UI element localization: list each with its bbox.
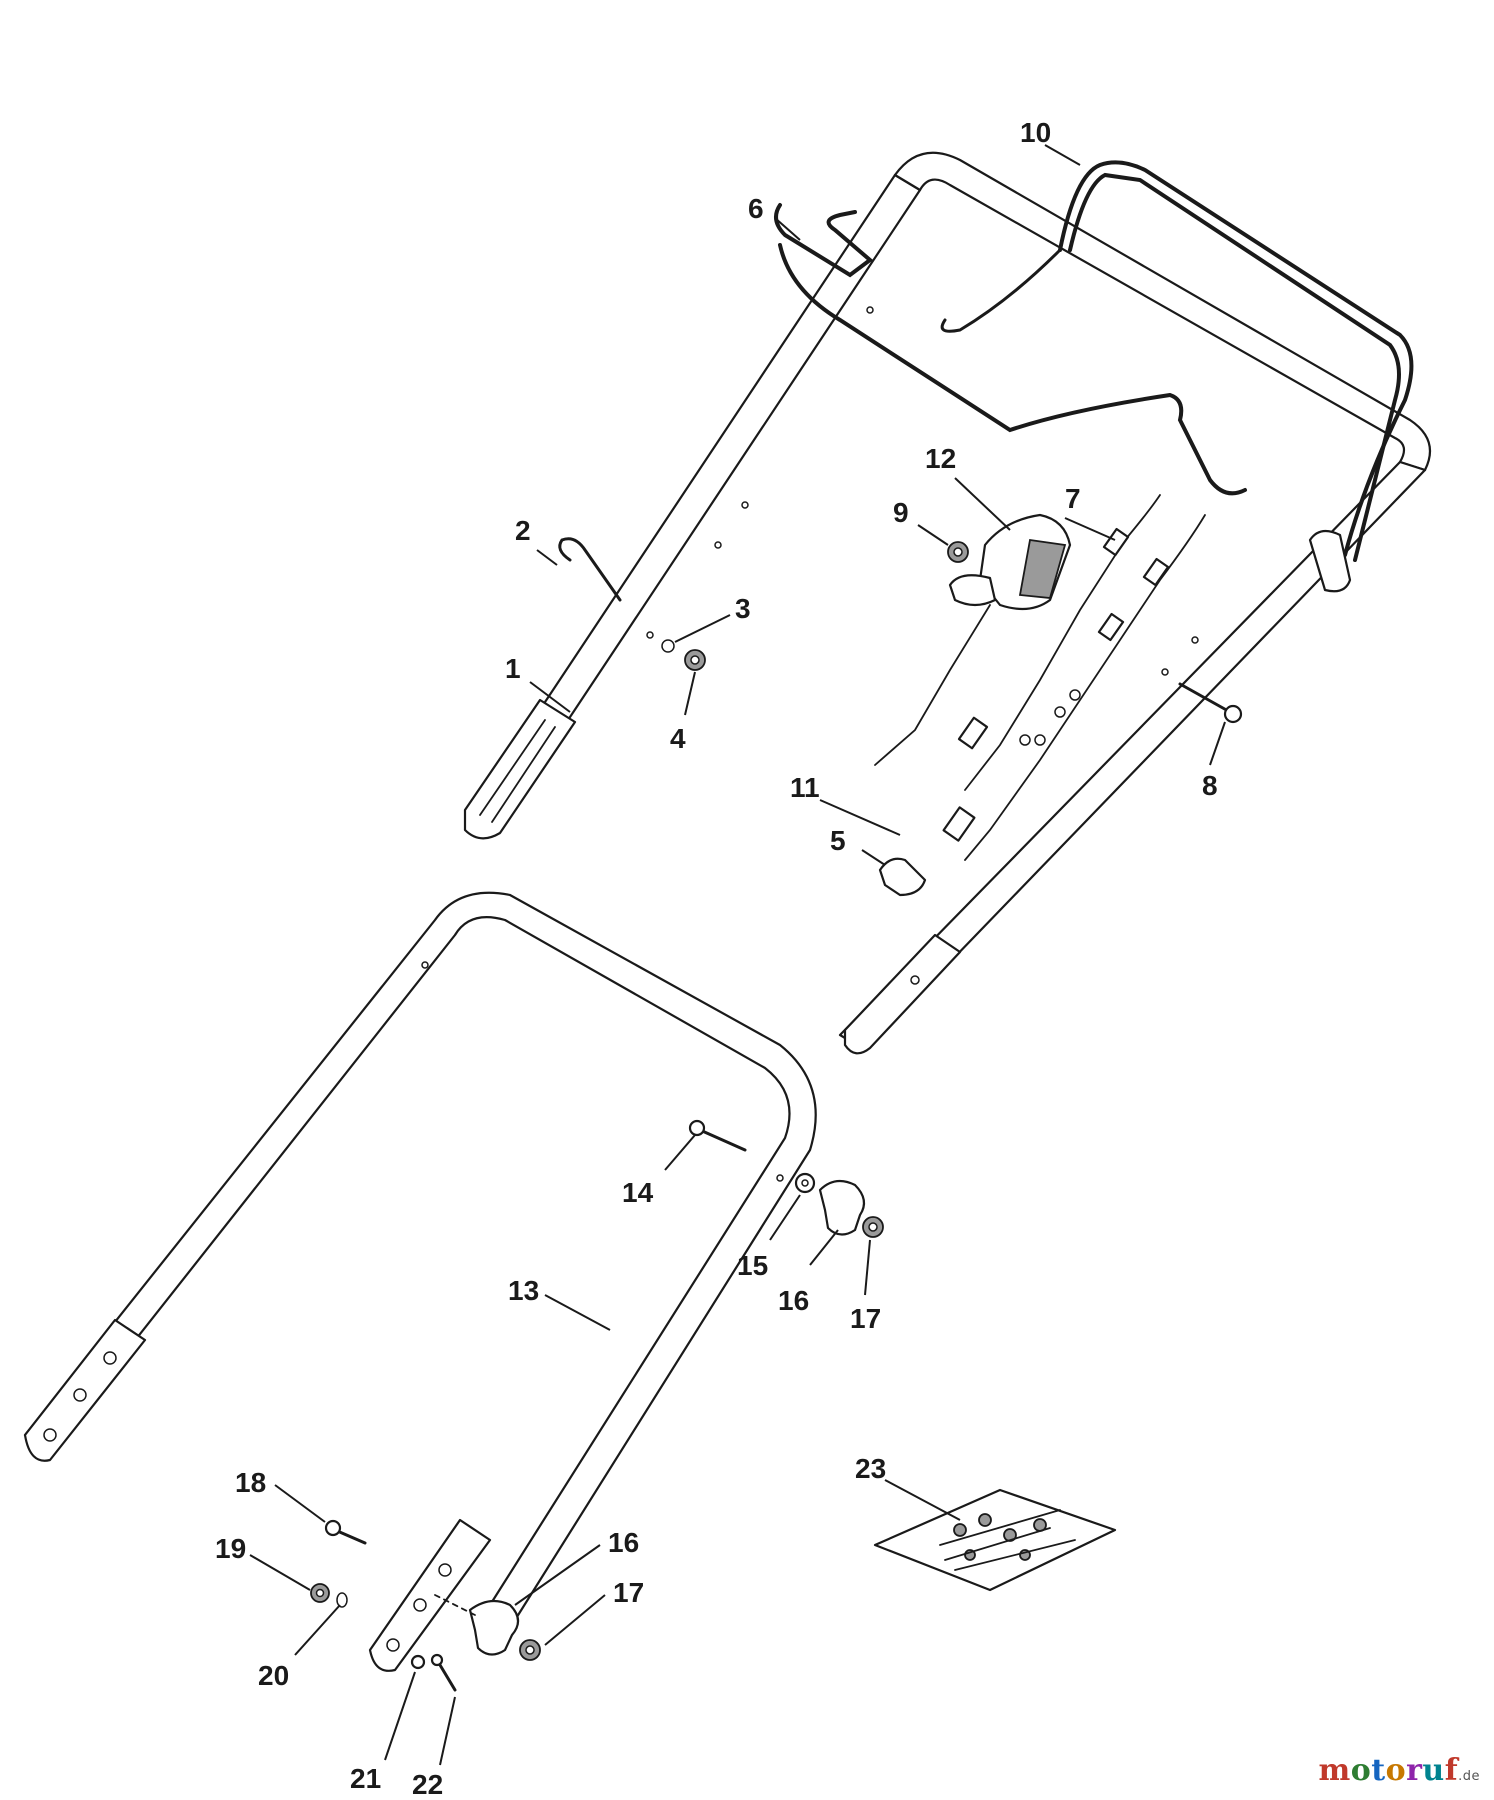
washer-21: [410, 1654, 426, 1670]
operator-presence-bar: [1058, 160, 1414, 593]
washer-15: [794, 1172, 816, 1194]
watermark-wordmark: motoruf: [1318, 1753, 1458, 1788]
callout-5: 5: [830, 825, 846, 856]
watermark-letter: u: [1422, 1753, 1445, 1788]
callout-12: 12: [925, 443, 956, 474]
watermark-letter: r: [1406, 1753, 1423, 1788]
upper-handle: [463, 151, 1432, 1055]
callout-labels: 1 2 3 4 5 6 7 8 9 10 11 12 13 14 15 16 1…: [215, 117, 1218, 1800]
nut-19: [310, 1583, 330, 1603]
nut-9: [947, 541, 969, 563]
callout-8: 8: [1202, 770, 1218, 801]
watermark-letter: t: [1371, 1753, 1386, 1788]
watermark-letter: o: [1350, 1753, 1372, 1788]
lower-handle: [23, 891, 817, 1672]
callout-3: 3: [735, 593, 751, 624]
callout-17-upper: 17: [850, 1303, 881, 1334]
callout-16-upper: 16: [778, 1285, 809, 1316]
bolt-22: [430, 1653, 457, 1692]
callout-10: 10: [1020, 117, 1051, 148]
nut-17-upper: [862, 1216, 884, 1238]
watermark-suffix: .de: [1458, 1769, 1480, 1784]
callout-11: 11: [790, 772, 820, 803]
control-box: [948, 513, 1072, 611]
callout-19: 19: [215, 1533, 246, 1564]
knob-16-upper: [818, 1179, 866, 1236]
motoruf-watermark: motoruf.de: [1318, 1753, 1480, 1788]
callout-6: 6: [748, 193, 764, 224]
hardware-bag: [873, 1488, 1117, 1592]
watermark-letter: o: [1385, 1753, 1407, 1788]
callout-13: 13: [508, 1275, 539, 1306]
callout-20: 20: [258, 1660, 289, 1691]
bolt-18: [324, 1519, 367, 1545]
nut-17-lower: [519, 1639, 541, 1661]
nut-4: [684, 649, 706, 671]
callout-22: 22: [412, 1769, 443, 1800]
watermark-letter: m: [1318, 1753, 1351, 1788]
control-cables: [874, 494, 1206, 861]
washer-20: [336, 1592, 348, 1608]
cable-guide-bar: [774, 203, 1247, 496]
callout-2: 2: [515, 515, 531, 546]
bolt-8: [1178, 682, 1243, 724]
cable-hook: [558, 537, 622, 602]
callout-9: 9: [893, 497, 909, 528]
leader-lines: [249, 144, 1226, 1766]
callout-17-lower: 17: [613, 1577, 644, 1608]
callout-23: 23: [855, 1453, 886, 1484]
callout-18: 18: [235, 1467, 266, 1498]
callout-15: 15: [737, 1250, 768, 1281]
callout-1: 1: [505, 653, 521, 684]
washer-3: [661, 639, 675, 653]
knob-16-lower: [434, 1594, 520, 1656]
callout-21: 21: [350, 1763, 381, 1794]
watermark-letter: f: [1444, 1753, 1459, 1788]
cable-clip: [878, 857, 927, 897]
callout-16-lower: 16: [608, 1527, 639, 1558]
callout-7: 7: [1065, 483, 1081, 514]
callout-4: 4: [670, 723, 686, 754]
bolt-14: [688, 1119, 747, 1152]
callout-14: 14: [622, 1177, 654, 1208]
